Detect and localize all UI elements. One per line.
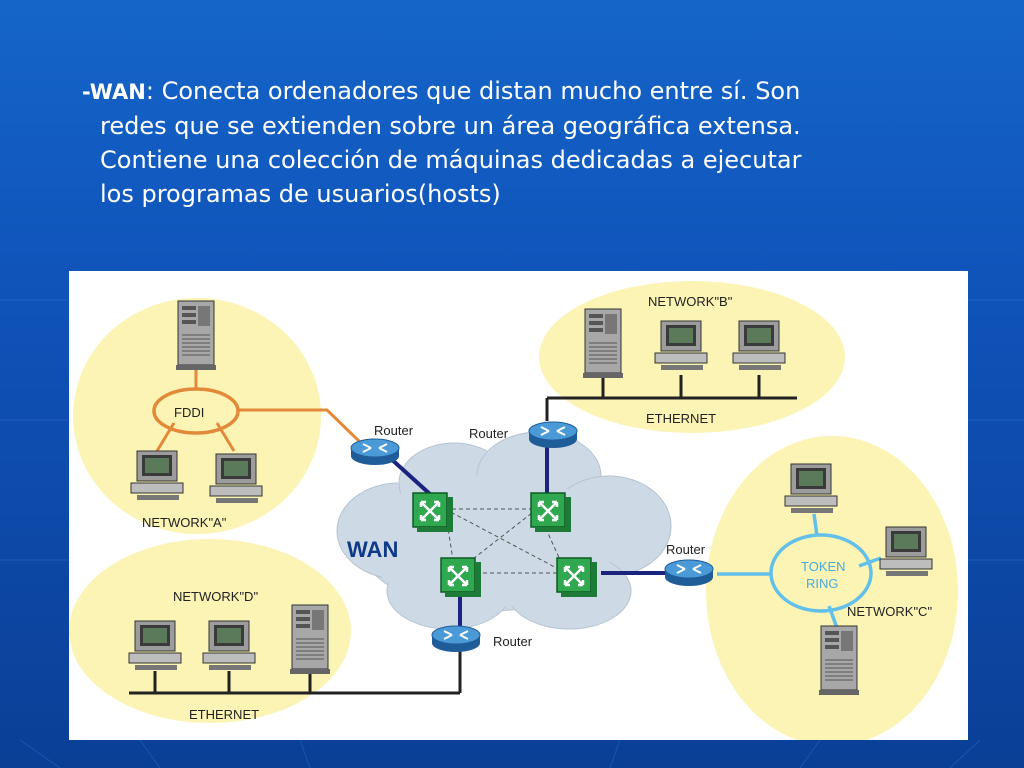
network-c-server — [818, 625, 860, 696]
network-d-server — [289, 604, 331, 675]
network-b-ethernet-label: ETHERNET — [646, 411, 716, 426]
network-d-ethernet-label: ETHERNET — [189, 707, 259, 722]
router-bottom-label: Router — [493, 634, 533, 649]
network-c-area — [706, 436, 958, 740]
router-top-center — [528, 421, 578, 449]
network-c-pc-1 — [784, 463, 838, 514]
text-line-3: Contiene una colección de máquinas dedic… — [100, 146, 802, 174]
network-d-pc-1 — [128, 620, 182, 671]
term-wan: WAN — [89, 80, 146, 104]
network-b-server — [582, 308, 624, 379]
text-line-1: -WAN: Conecta ordenadores que distan muc… — [82, 74, 982, 109]
network-c-pc-2 — [879, 526, 933, 577]
network-b-pc-2 — [732, 320, 786, 371]
slide-body-text: -WAN: Conecta ordenadores que distan muc… — [82, 74, 982, 211]
network-b-pc-1 — [654, 320, 708, 371]
wan-cloud-label: WAN — [347, 537, 398, 562]
wan-diagram: FDDI NETWORK"A" NETWORK"B" ETHERNET TOKE… — [69, 271, 968, 740]
wan-switch-3 — [439, 556, 483, 599]
token-ring-label-2: RING — [806, 576, 839, 591]
router-right-label: Router — [666, 542, 706, 557]
network-b-label: NETWORK"B" — [648, 294, 733, 309]
network-d-pc-2 — [202, 620, 256, 671]
router-bottom — [431, 625, 481, 653]
network-d-label: NETWORK"D" — [173, 589, 258, 604]
token-ring-label-1: TOKEN — [801, 559, 846, 574]
fddi-ring — [152, 387, 240, 435]
router-top-left-label: Router — [374, 423, 414, 438]
router-top-center-label: Router — [469, 426, 509, 441]
network-a-server — [175, 300, 217, 371]
wan-switch-4 — [555, 556, 599, 599]
router-right — [664, 559, 714, 587]
token-ring — [769, 533, 873, 613]
definition-start: Conecta ordenadores que distan mucho ent… — [153, 77, 801, 105]
wan-switch-2 — [529, 491, 573, 534]
term-colon: : — [145, 77, 154, 105]
text-line-2: redes que se extienden sobre un área geo… — [100, 112, 801, 140]
router-top-left — [350, 438, 400, 466]
network-a-area — [73, 298, 321, 534]
network-a-label: NETWORK"A" — [142, 515, 227, 530]
network-c-label: NETWORK"C" — [847, 604, 932, 619]
text-line-4: los programas de usuarios(hosts) — [100, 180, 501, 208]
fddi-label: FDDI — [174, 405, 204, 420]
network-a-pc-1 — [130, 450, 184, 501]
wan-switch-1 — [411, 491, 455, 534]
network-a-pc-2 — [209, 453, 263, 504]
term-prefix: - — [82, 80, 90, 104]
